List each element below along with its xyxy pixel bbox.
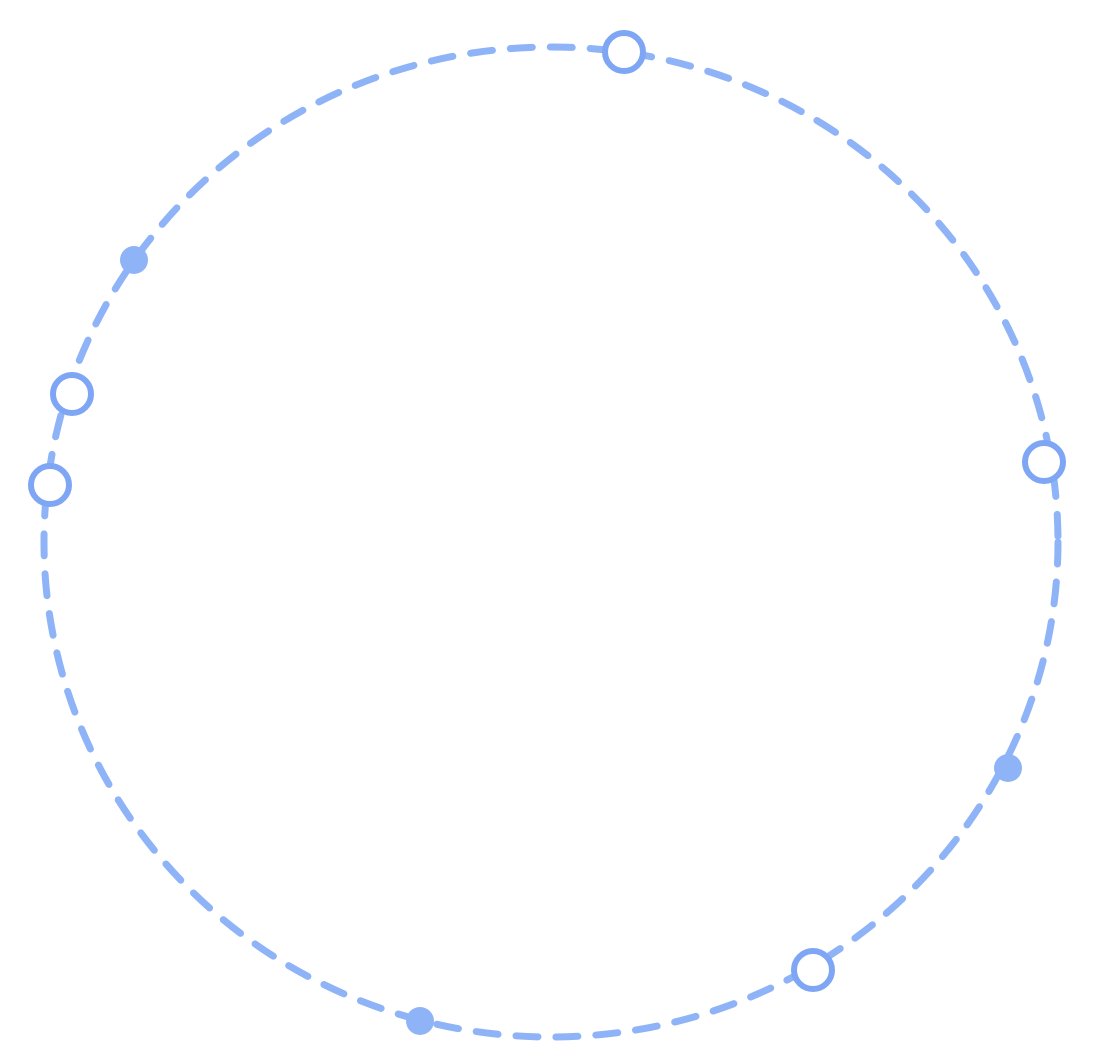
filled-node-marker [994, 754, 1022, 782]
hollow-node-marker [791, 948, 835, 992]
filled-node-marker [120, 246, 148, 274]
filled-node-marker [406, 1007, 434, 1035]
hollow-node-marker [602, 30, 646, 74]
hollow-node-marker [1022, 440, 1066, 484]
dashed-ring [40, 43, 1062, 1041]
ring-markers [28, 30, 1066, 1035]
hollow-node-marker [50, 372, 94, 416]
hollow-node-marker [28, 463, 72, 507]
